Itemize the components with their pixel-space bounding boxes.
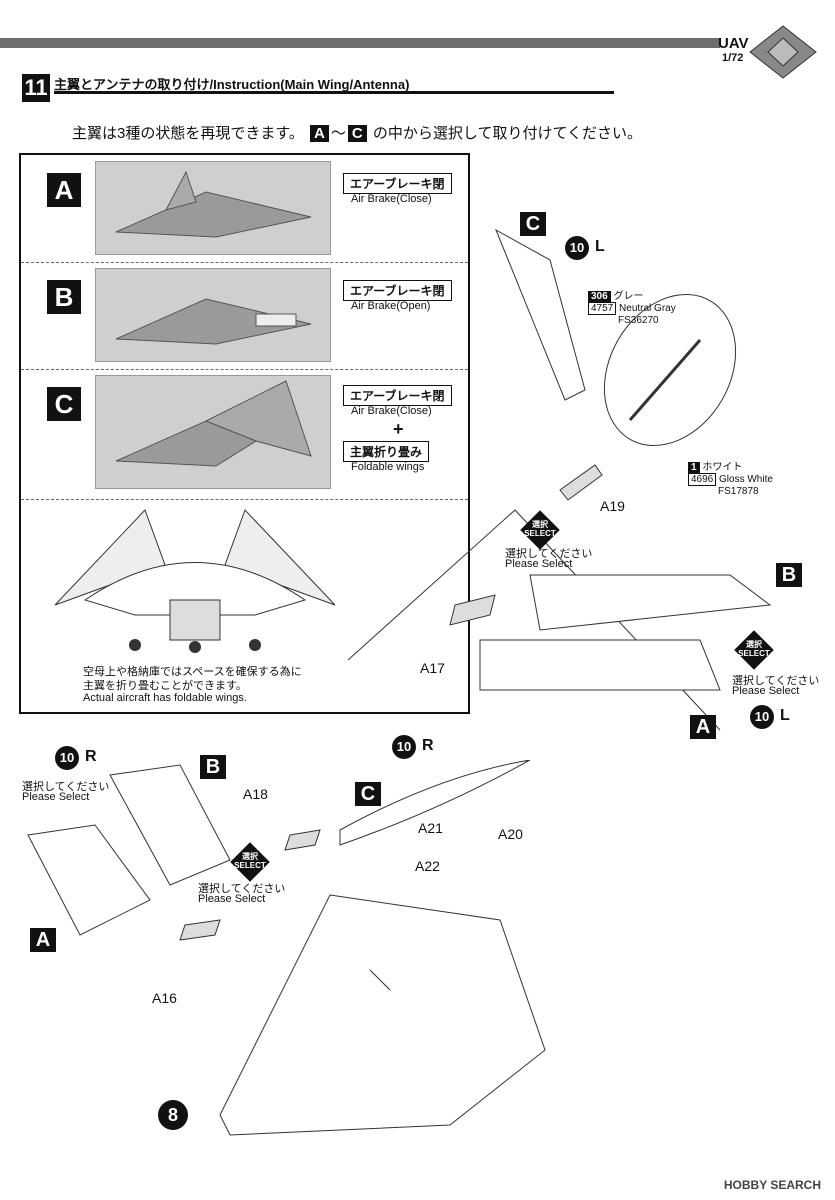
paint-en: Neutral Gray (619, 303, 676, 314)
uav-logo-icon (749, 25, 817, 79)
note-en: Actual aircraft has foldable wings. (83, 692, 247, 704)
step-reference-circle: 8 (158, 1100, 188, 1130)
paint-gray: 306 グレー 4757 Neutral Gray FS36270 (588, 287, 676, 326)
option-row-a: A エアーブレーキ閉 Air Brake(Close) (21, 155, 468, 263)
part-a17: A17 (420, 660, 445, 676)
step-number: 11 (22, 74, 50, 102)
header-bar (0, 38, 720, 48)
option-jp-label: エアーブレーキ閉 (343, 280, 452, 301)
options-panel: A エアーブレーキ閉 Air Brake(Close) B エアーブレーキ閉 A… (19, 153, 470, 714)
intro-c: C (347, 125, 367, 142)
intro-text: 主翼は3種の状態を再現できます。 A〜C の中から選択して取り付けてください。 (72, 122, 642, 143)
part-a16: A16 (152, 990, 177, 1006)
option-a-label: A (690, 715, 716, 739)
option-en-label: Air Brake(Close) (351, 405, 432, 417)
option-a-label: A (30, 928, 56, 952)
paint-fs: FS36270 (618, 315, 659, 326)
product-scale: 1/72 (722, 52, 744, 64)
intro-after: の中から選択して取り付けてください。 (372, 125, 643, 142)
select-jp: 選択してください (198, 883, 286, 895)
product-name: UAV (718, 35, 749, 52)
aircraft-photo (95, 268, 331, 362)
option-row-c: C エアーブレーキ閉 Air Brake(Close) + 主翼折り畳み Fol… (21, 369, 468, 500)
option-letter: C (47, 387, 81, 421)
aircraft-photo (95, 375, 331, 489)
note-jp2: 主翼を折り畳むことができます。 (83, 680, 247, 692)
option-letter: A (47, 173, 81, 207)
option-en-label: Air Brake(Open) (351, 300, 431, 312)
select-en: Please Select (198, 893, 266, 905)
select-en: Please Select (22, 791, 90, 803)
option-b-label: B (776, 563, 802, 587)
select-jp: 選択してください (732, 675, 820, 687)
paint-code: 1 (688, 462, 700, 473)
part-number-circle: 10 (750, 705, 774, 729)
select-en: Please Select (732, 685, 800, 697)
part-number-circle: 10 (55, 746, 79, 770)
option-row-b: B エアーブレーキ閉 Air Brake(Open) (21, 262, 468, 370)
part-a21: A21 (418, 820, 443, 836)
part-number-circle: 10 (565, 236, 589, 260)
part-a20: A20 (498, 826, 523, 842)
paint-fs: FS17878 (718, 486, 759, 497)
paint-code: 306 (588, 291, 611, 302)
note-jp1: 空母上や格納庫ではスペースを確保する為に (83, 666, 302, 678)
wing-assembly-diagram-lower (27, 760, 546, 1136)
side-right-label: R (85, 748, 97, 765)
option-en-label: Air Brake(Close) (351, 193, 432, 205)
part-a19: A19 (600, 498, 625, 514)
intro-tilde: 〜 (330, 125, 346, 142)
wing-assembly-diagram-upper (347, 228, 772, 731)
select-jp: 選択してください (505, 548, 593, 560)
paint-white: 1 ホワイト 4696 Gloss White FS17878 (688, 458, 773, 497)
aircraft-photo (95, 161, 331, 255)
option-c-label: C (355, 782, 381, 806)
option-en2-label: Foldable wings (351, 461, 425, 473)
part-a22: A22 (415, 858, 440, 874)
step-title: 主翼とアンテナの取り付け/Instruction(Main Wing/Anten… (54, 77, 410, 92)
side-left-label: L (595, 238, 605, 255)
option-jp-label: エアーブレーキ閉 (343, 173, 452, 194)
option-jp2-label: 主翼折り畳み (343, 441, 430, 462)
option-letter: B (47, 280, 81, 314)
side-right-label: R (422, 737, 434, 754)
part-a18: A18 (243, 786, 268, 802)
paint-jp: ホワイト (702, 462, 743, 473)
option-jp-label: エアーブレーキ閉 (343, 385, 452, 406)
step-underline (54, 91, 614, 94)
part-number-circle: 10 (392, 735, 416, 759)
side-left-label: L (780, 707, 790, 724)
intro-a: A (310, 125, 329, 142)
option-c-label: C (520, 212, 546, 236)
intro-before: 主翼は3種の状態を再現できます。 (72, 125, 304, 142)
paint-fs-code: 4696 (688, 473, 717, 486)
paint-jp: グレー (613, 291, 644, 302)
option-b-label: B (200, 755, 226, 779)
paint-fs-code: 4757 (588, 302, 617, 315)
plus-sign: + (393, 419, 404, 439)
select-jp: 選択してください (22, 781, 110, 793)
paint-en: Gloss White (719, 474, 773, 485)
watermark: HOBBY SEARCH (723, 1178, 821, 1192)
folded-wing-illustration (54, 509, 336, 653)
select-en: Please Select (505, 558, 573, 570)
